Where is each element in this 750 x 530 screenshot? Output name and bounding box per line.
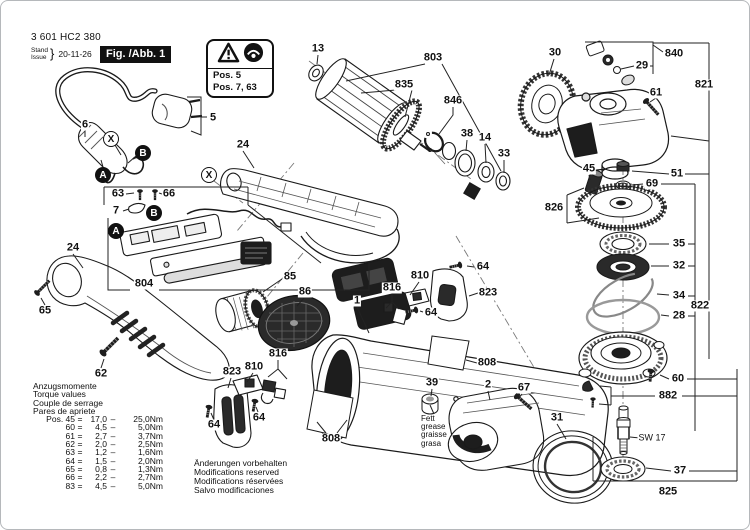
- torque-row: 62=2,0–2,5Nm: [65, 439, 163, 450]
- text-line: Torque values: [33, 389, 86, 400]
- part-spindle-lock-kit: [585, 40, 635, 86]
- text-line: grease: [421, 422, 446, 432]
- part-sleeve-39: [421, 393, 439, 415]
- torque-row: 64=1,5–2,0Nm: [65, 455, 163, 466]
- text-line: Pos. 5: [213, 70, 241, 81]
- text-line: Pares de apriete: [33, 405, 96, 416]
- text-line: Modifications reserved: [194, 466, 280, 477]
- stand-label: Stand: [31, 46, 48, 54]
- torque-row: 83=4,5–5,0Nm: [65, 480, 163, 491]
- leader-lines: [40, 41, 738, 482]
- text-line: Anzugsmomente: [33, 381, 97, 391]
- part-stator: [447, 387, 545, 471]
- torque-row: 65=0,8–1,3Nm: [65, 463, 163, 474]
- torque-row: 60=4,5–5,0Nm: [65, 422, 163, 433]
- text-line: Fett: [421, 414, 435, 423]
- part-power-cord: [55, 67, 203, 184]
- text-line: Couple de serrage: [33, 397, 103, 408]
- text-line: graisse: [421, 430, 447, 440]
- torque-row: 63=1,2–1,6Nm: [65, 447, 163, 458]
- text-line: grasa: [421, 438, 442, 448]
- part-number: 3 601 HC2 380: [31, 32, 101, 43]
- issue-stamp: Stand Issue } 20-11-26: [31, 46, 92, 61]
- issue-date: 20-11-26: [58, 48, 92, 59]
- text-line: Modifications réservées: [194, 475, 284, 486]
- part-armature: [308, 58, 446, 165]
- part-crown-gear: [575, 183, 667, 231]
- part-label-sticker-left: [306, 389, 354, 439]
- part-washers-bearings: [441, 141, 511, 200]
- text-line: Pos. 7, 63: [213, 81, 257, 93]
- part-bearing-stack: [585, 231, 661, 336]
- part-label-sticker-right: [427, 335, 470, 371]
- service-manual-icon: [243, 42, 264, 68]
- part-grip-handle: [46, 255, 230, 381]
- part-brush-kit-lower: [213, 374, 287, 448]
- figure-label: Fig. /Abb. 1: [100, 46, 172, 63]
- part-snap-ring: [424, 131, 444, 153]
- part-spindle: [600, 405, 646, 482]
- warning-triangle-icon: [217, 42, 240, 68]
- part-bearing-flange: [578, 331, 668, 392]
- issue-brace: }: [50, 46, 55, 61]
- part-switch-assembly: [119, 202, 292, 284]
- text-line: Änderungen vorbehalten: [194, 458, 288, 468]
- part-fan-cover: [257, 294, 331, 352]
- issue-label: Issue: [31, 53, 47, 61]
- torque-row: 61=2,7–3,7Nm: [65, 430, 163, 441]
- text-line: Salvo modificaciones: [194, 484, 274, 495]
- part-gear-housing: [557, 88, 670, 180]
- part-brush-kit-upper: [383, 268, 468, 325]
- torque-row: Pos. 45=17,0–25,0Nm: [46, 414, 163, 425]
- part-top-handle: [220, 168, 400, 264]
- torque-row: 66=2,2–2,7Nm: [65, 472, 163, 483]
